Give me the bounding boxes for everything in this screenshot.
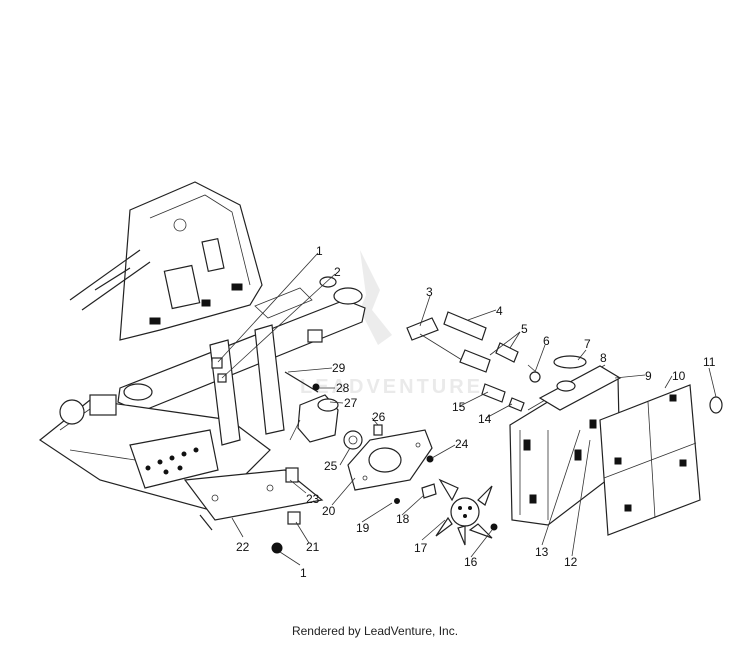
callout-19: 19 <box>356 521 370 535</box>
fan-blade <box>435 478 493 546</box>
callout-13: 13 <box>535 545 549 559</box>
callout-22: 22 <box>236 540 250 554</box>
callout-8: 8 <box>600 351 607 365</box>
callout-14: 14 <box>478 412 492 426</box>
callout-1-top: 1 <box>316 244 323 258</box>
callout-15: 15 <box>452 400 466 414</box>
callout-labels: 1 2 3 4 5 6 7 8 9 10 11 29 28 27 26 15 1… <box>236 244 716 580</box>
callout-23: 23 <box>306 492 320 506</box>
callout-7: 7 <box>584 337 591 351</box>
callout-6: 6 <box>543 334 550 348</box>
watermark: LEADVENTURE <box>300 250 483 398</box>
o-ring <box>709 396 723 414</box>
callout-4: 4 <box>496 304 503 318</box>
callout-24: 24 <box>455 437 469 451</box>
callout-20: 20 <box>322 504 336 518</box>
fan-motor-assembly <box>289 394 498 546</box>
callout-5: 5 <box>521 322 528 336</box>
callout-3: 3 <box>426 285 433 299</box>
callout-11: 11 <box>703 355 716 369</box>
callout-12: 12 <box>564 555 578 569</box>
callout-2: 2 <box>334 265 341 279</box>
hoses <box>406 311 541 412</box>
callout-18: 18 <box>396 512 410 526</box>
callout-10: 10 <box>672 369 686 383</box>
callout-28: 28 <box>336 381 350 395</box>
callout-26: 26 <box>372 410 386 424</box>
callout-1-bottom: 1 <box>300 566 307 580</box>
radiator <box>509 355 622 526</box>
callout-25: 25 <box>324 459 338 473</box>
leader-lines <box>217 252 717 566</box>
radiator-screen <box>599 384 701 536</box>
frame-assembly <box>38 181 366 531</box>
callout-29: 29 <box>332 361 346 375</box>
callout-9: 9 <box>645 369 652 383</box>
callout-27: 27 <box>344 396 358 410</box>
callout-21: 21 <box>306 540 320 554</box>
watermark-text: LEADVENTURE <box>300 376 483 398</box>
callout-16: 16 <box>464 555 478 569</box>
callout-17: 17 <box>414 541 428 555</box>
footer-credit: Rendered by LeadVenture, Inc. <box>291 624 459 638</box>
